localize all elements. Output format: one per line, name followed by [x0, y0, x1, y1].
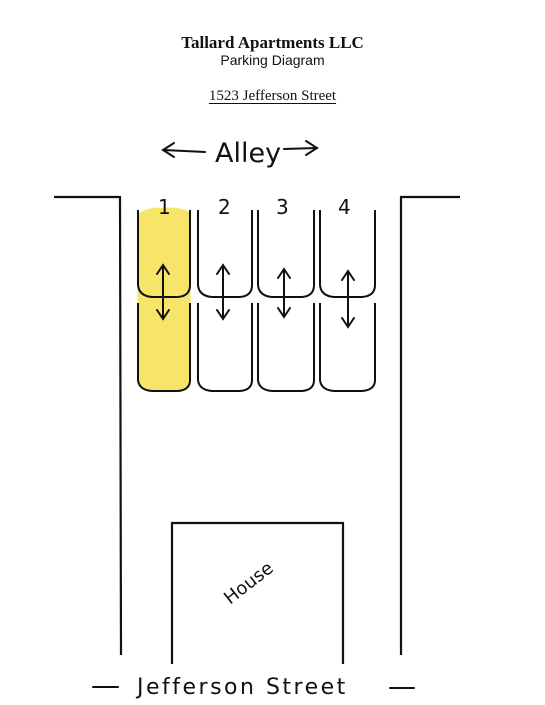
space-4-bottom	[319, 303, 376, 392]
lot-right-boundary	[399, 195, 460, 655]
bottom-row-spaces	[137, 303, 376, 392]
tandem-arrows	[156, 263, 355, 329]
right-arrow-icon	[283, 140, 319, 156]
street-label: Jefferson Street	[135, 675, 348, 700]
property-address: 1523 Jefferson Street	[208, 88, 337, 104]
space-number-3: 3	[276, 195, 289, 219]
space-2-bottom	[197, 303, 253, 392]
space-1-bottom	[137, 303, 191, 392]
space-2-top	[197, 210, 253, 298]
double-arrow-icon	[156, 263, 170, 321]
double-arrow-icon	[277, 267, 291, 319]
alley-label: Alley	[215, 138, 281, 169]
space-1-top	[137, 210, 191, 298]
page-subtitle: Parking Diagram	[220, 52, 325, 68]
house-outline	[170, 521, 345, 664]
space-number-4: 4	[338, 195, 351, 219]
space-number-1: 1	[158, 195, 171, 219]
page-title: Tallard Apartments LLC	[181, 33, 364, 52]
house-label: House	[220, 558, 277, 609]
left-arrow-icon	[161, 142, 206, 158]
double-arrow-icon	[341, 269, 355, 329]
alley-label-group: Alley	[161, 138, 319, 169]
double-arrow-icon	[216, 263, 230, 321]
space-3-top	[257, 210, 315, 298]
lot-left-boundary	[54, 195, 123, 656]
space-3-bottom	[257, 303, 315, 392]
space-number-2: 2	[218, 195, 231, 219]
